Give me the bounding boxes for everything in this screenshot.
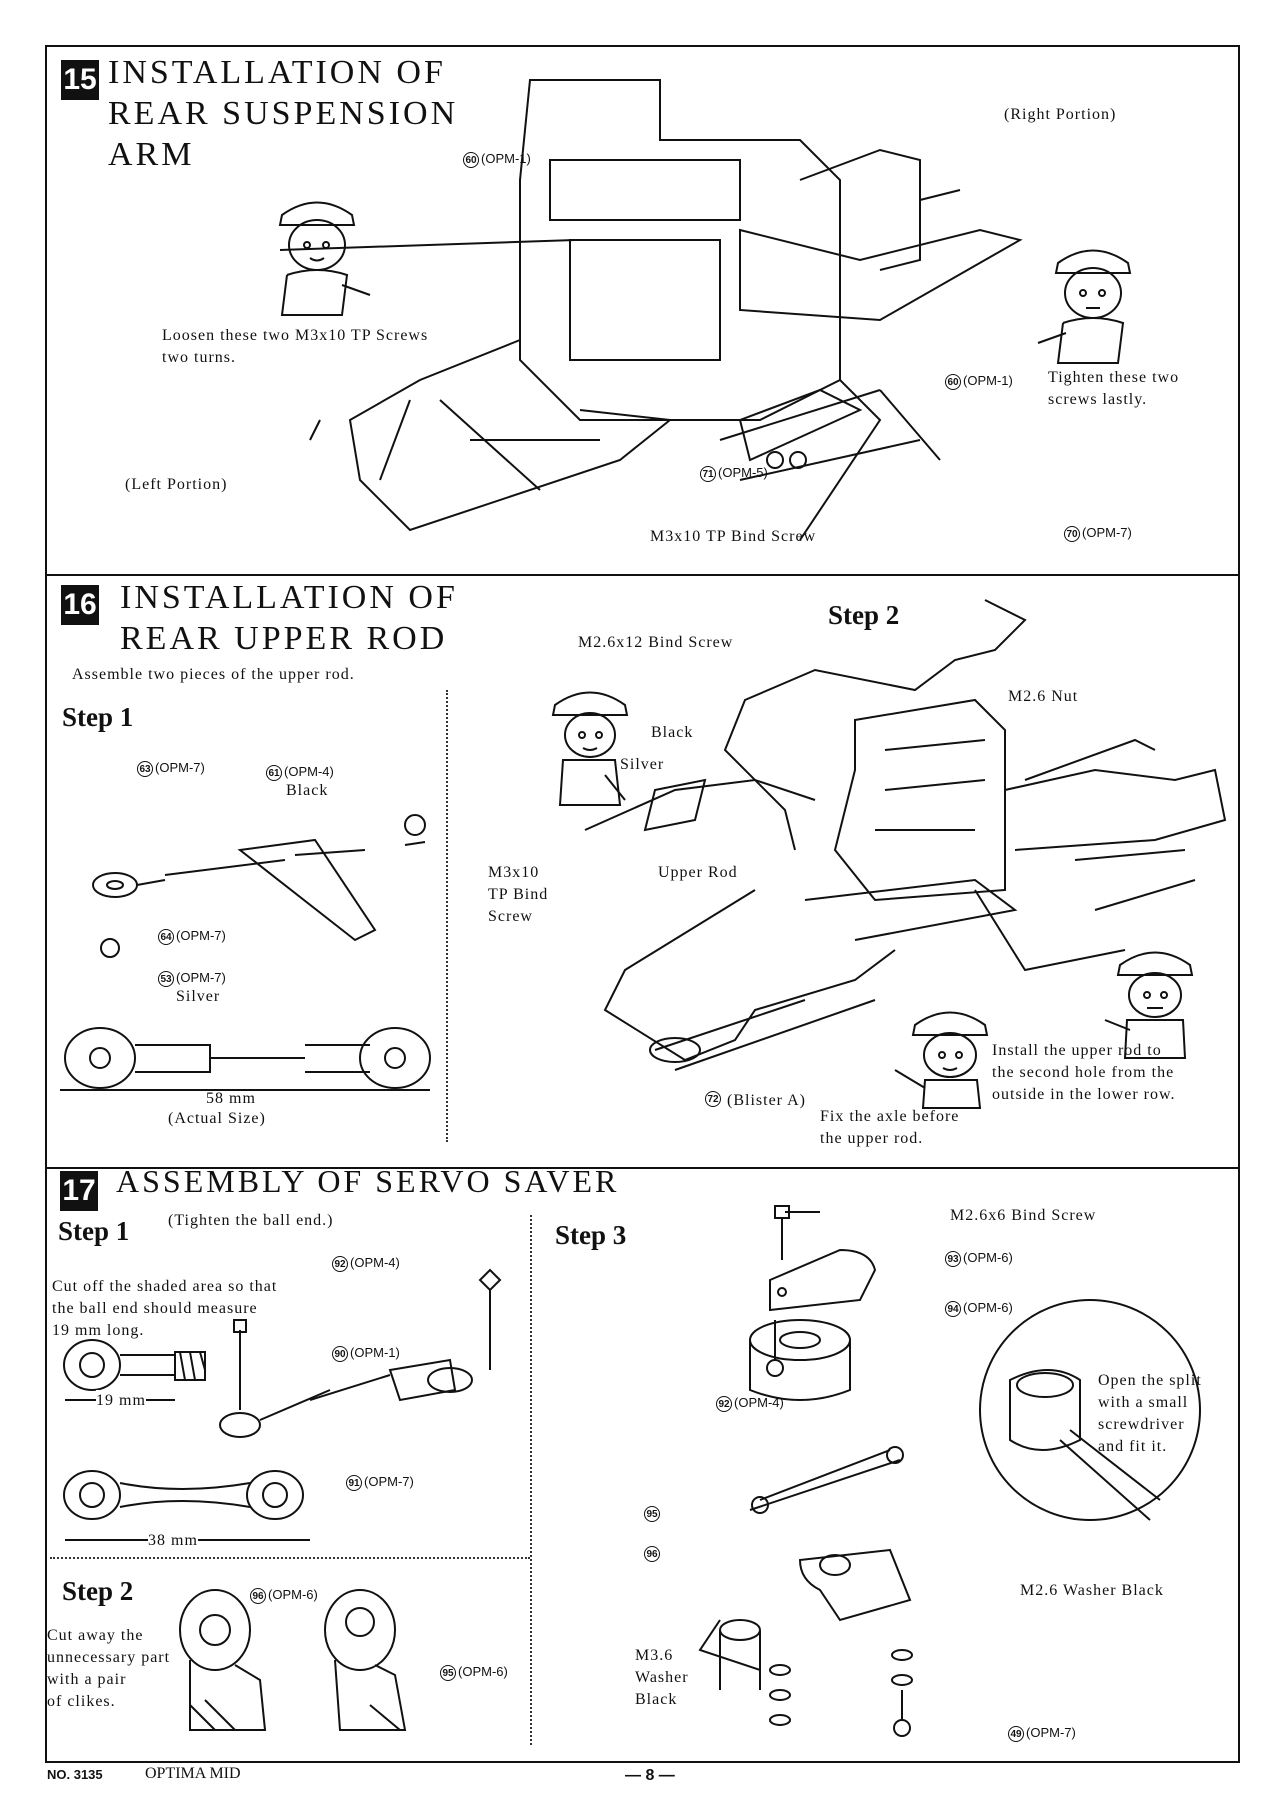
mascot-icon (1104, 951, 1194, 1059)
chassis-diagram-icon (584, 599, 1227, 1071)
part-label: 93(OPM-6) (945, 1250, 1013, 1267)
chassis-diagram-icon (279, 79, 1023, 541)
label-length: 58 mm (206, 1090, 256, 1107)
rod-end-icon (92, 814, 426, 958)
label-black: Black (286, 782, 329, 799)
note-bind-screw: M3x10 TP Bind Screw (650, 528, 817, 545)
section-number: 16 (61, 585, 99, 625)
label-tp-bind-screw: M3x10 TP Bind Screw (488, 864, 549, 925)
step-divider (50, 1557, 530, 1559)
part-label: 95(OPM-6) (440, 1664, 508, 1681)
note-cut-off: Cut off the shaded area so that the ball… (52, 1278, 278, 1339)
note-fix: Fix the axle before the upper rod. (820, 1108, 960, 1147)
part-label: 90(OPM-1) (332, 1345, 400, 1362)
note-left-portion: (Left Portion) (125, 476, 228, 493)
subtitle: Assemble two pieces of the upper rod. (72, 666, 355, 683)
step-2-heading: Step 2 (828, 600, 900, 630)
label-silver: Silver (176, 988, 221, 1005)
label-blister: (Blister A) (727, 1092, 806, 1109)
note-right-portion: (Right Portion) (1004, 106, 1117, 123)
step-1-note: (Tighten the ball end.) (168, 1212, 334, 1229)
part-label: 53(OPM-7) (158, 970, 226, 987)
part-label: 72 (705, 1090, 723, 1107)
mascot-icon (551, 691, 629, 806)
section-number: 17 (60, 1171, 98, 1211)
mascot-icon (278, 201, 371, 316)
step-divider (530, 1215, 532, 1745)
note-install: Install the upper rod to the second hole… (992, 1042, 1176, 1103)
section-title: INSTALLATION OF REAR UPPER ROD (120, 579, 458, 657)
label-19mm: 19 mm (96, 1390, 146, 1412)
part-label: 91(OPM-7) (346, 1474, 414, 1491)
part-label: 64(OPM-7) (158, 928, 226, 945)
section-title: INSTALLATION OF REAR SUSPENSION ARM (108, 54, 459, 173)
label-38mm: 38 mm (148, 1530, 198, 1552)
servo-saver-icon (179, 1589, 407, 1731)
label-nut: M2.6 Nut (1008, 688, 1079, 705)
label-bind-screw: M2.6x12 Bind Screw (578, 634, 734, 651)
step-divider (446, 690, 448, 1142)
label-m36-washer: M3.6 Washer Black (635, 1647, 689, 1708)
doc-number: NO. 3135 (47, 1767, 103, 1782)
part-label: 96 (644, 1545, 662, 1562)
part-label: 96(OPM-6) (250, 1587, 318, 1604)
note-cut-away: Cut away the unnecessary part with a pai… (47, 1627, 171, 1710)
part-label: 92(OPM-4) (716, 1395, 784, 1412)
part-label: 70(OPM-7) (1064, 525, 1132, 542)
mascot-icon (894, 1011, 989, 1109)
part-label: 60(OPM-1) (463, 151, 531, 168)
step-2-heading: Step 2 (62, 1576, 134, 1606)
label-bind-screw: M2.6x6 Bind Screw (950, 1207, 1097, 1224)
part-label: 60(OPM-1) (945, 373, 1013, 390)
step-1-heading: Step 1 (62, 702, 134, 732)
step-1-heading: Step 1 (58, 1216, 130, 1246)
part-label: 61(OPM-4) (266, 764, 334, 781)
mascot-icon (1037, 249, 1132, 364)
part-label: 63(OPM-7) (137, 760, 205, 777)
note-loosen: Loosen these two M3x10 TP Screws two tur… (162, 327, 429, 366)
part-label: 49(OPM-7) (1008, 1725, 1076, 1742)
note-open-split: Open the split with a small screwdriver … (1098, 1372, 1202, 1455)
page-frame (45, 45, 1240, 1763)
servo-saver-icon (698, 1205, 1201, 1737)
section-number: 15 (61, 60, 99, 100)
divider-15-16 (45, 574, 1240, 576)
page-number: — 8 — (625, 1767, 675, 1784)
label-black: Black (651, 724, 694, 741)
label-upper-rod: Upper Rod (658, 864, 738, 881)
step-3-heading: Step 3 (555, 1220, 627, 1250)
part-label: 94(OPM-6) (945, 1300, 1013, 1317)
part-label: 71(OPM-5) (700, 465, 768, 482)
divider-16-17 (45, 1167, 1240, 1169)
note-tighten: Tighten these two screws lastly. (1048, 369, 1180, 408)
part-label: 95 (644, 1505, 662, 1522)
rod-actual-size-icon (60, 1027, 431, 1091)
label-washer-black: M2.6 Washer Black (1020, 1582, 1164, 1599)
servo-link-icon (219, 1268, 502, 1438)
section-title: ASSEMBLY OF SERVO SAVER (116, 1163, 620, 1199)
model-name: OPTIMA MID (145, 1765, 241, 1782)
label-actual-size: (Actual Size) (168, 1110, 266, 1127)
part-label: 92(OPM-4) (332, 1255, 400, 1272)
label-silver: Silver (620, 756, 665, 773)
